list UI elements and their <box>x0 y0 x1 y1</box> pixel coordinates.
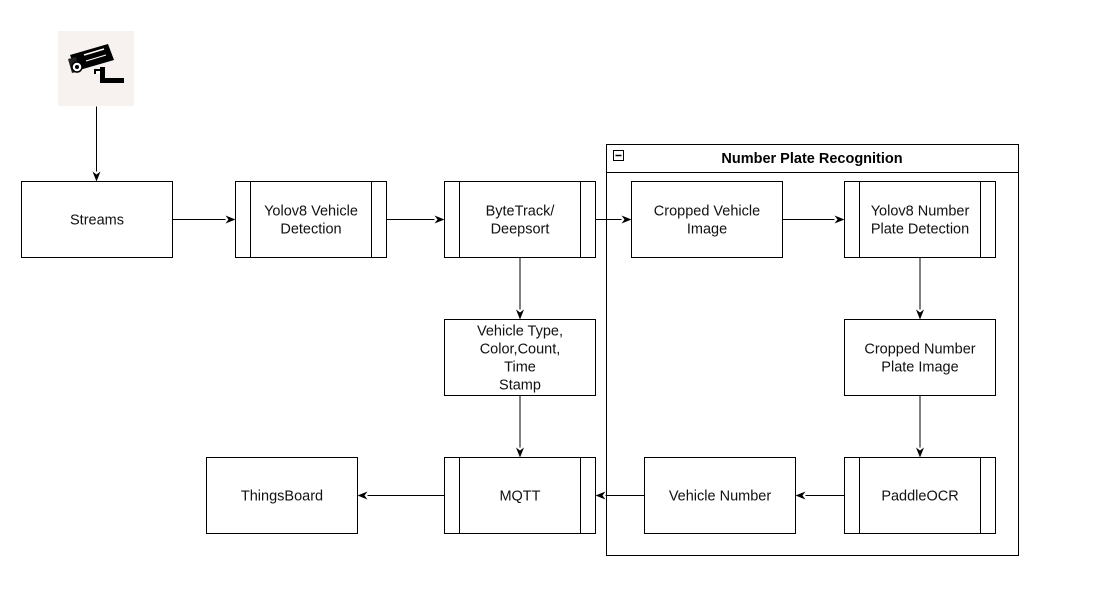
camera-background <box>58 31 134 106</box>
node-label-mqtt: MQTT <box>499 489 540 505</box>
edge-streams-to-yolov8-vehicle <box>172 215 236 224</box>
arrowhead <box>795 491 806 500</box>
edge-vehicle-number-to-mqtt <box>595 491 645 500</box>
node-label-cropped-plate: Plate Image <box>881 360 958 376</box>
edge-vehicle-info-to-mqtt <box>516 395 524 458</box>
node-box-streams <box>21 181 173 258</box>
arrowhead <box>834 215 845 224</box>
node-vehicle-number[interactable]: Vehicle Number <box>644 457 796 534</box>
node-label-cropped-plate: Cropped Number <box>864 342 975 358</box>
cctv-camera-icon <box>68 44 124 83</box>
node-label-yolov8-plate: Yolov8 Number <box>871 204 970 220</box>
camera-icon-part-9 <box>96 71 100 74</box>
collapse-button[interactable] <box>613 150 624 161</box>
node-label-vehicle-info: Color,Count, <box>480 342 561 358</box>
node-box-bytetrack <box>444 181 596 258</box>
node-box-mqtt <box>444 457 596 534</box>
edge-camera-to-streams <box>92 106 101 182</box>
arrowhead <box>516 309 524 320</box>
edges-layer <box>92 106 924 500</box>
edge-yolov8-vehicle-to-bytetrack <box>386 215 445 224</box>
camera-icon-part-7 <box>83 48 105 56</box>
arrowhead <box>225 215 236 224</box>
node-label-cropped-vehicle: Cropped Vehicle <box>654 204 760 220</box>
edge-yolov8-plate-to-cropped-plate <box>916 257 924 320</box>
arrowhead <box>92 171 101 182</box>
camera-icon-part-8 <box>85 54 107 62</box>
node-label-yolov8-vehicle: Yolov8 Vehicle <box>264 204 358 220</box>
node-label-vehicle-info: Time <box>504 360 536 376</box>
edge-paddleocr-to-vehicle-number <box>795 491 845 500</box>
edge-mqtt-to-thingsboard <box>357 491 445 500</box>
edge-bytetrack-to-cropped-vehicle <box>595 215 632 224</box>
edge-cropped-vehicle-to-yolov8-plate <box>782 215 845 224</box>
arrowhead <box>357 491 368 500</box>
node-streams[interactable]: Streams <box>21 181 173 258</box>
arrowhead <box>916 309 924 320</box>
arrowhead <box>595 491 606 500</box>
arrowhead <box>916 447 924 458</box>
arrowhead <box>434 215 445 224</box>
arrowhead <box>621 215 632 224</box>
camera-icon-part-6 <box>75 65 79 69</box>
node-label-yolov8-vehicle: Detection <box>280 222 341 238</box>
node-box-yolov8-plate <box>844 181 996 258</box>
node-label-vehicle-number: Vehicle Number <box>669 489 772 505</box>
node-box-vehicle-number <box>644 457 796 534</box>
edge-cropped-plate-to-paddleocr <box>916 395 924 458</box>
node-label-paddleocr: PaddleOCR <box>881 489 958 505</box>
node-box-yolov8-vehicle <box>235 181 387 258</box>
node-box-cropped-plate <box>844 319 996 396</box>
node-label-vehicle-info: Vehicle Type, <box>477 324 563 340</box>
node-mqtt[interactable]: MQTT <box>444 457 596 534</box>
node-box-cropped-vehicle <box>631 181 783 258</box>
node-label-vehicle-info: Stamp <box>499 378 541 394</box>
arrowhead <box>516 447 524 458</box>
node-label-cropped-vehicle: Image <box>687 222 727 238</box>
group-title: Number Plate Recognition <box>721 151 902 167</box>
node-box-paddleocr <box>844 457 996 534</box>
node-label-streams: Streams <box>70 213 124 229</box>
node-camera[interactable] <box>58 31 134 106</box>
node-box-vehicle-info <box>444 319 596 396</box>
node-box-thingsboard <box>206 457 358 534</box>
edge-bytetrack-to-vehicle-info <box>516 257 524 320</box>
node-label-thingsboard: ThingsBoard <box>241 489 323 505</box>
camera-icon-part-0 <box>100 67 105 83</box>
node-label-yolov8-plate: Plate Detection <box>871 222 969 238</box>
node-paddleocr[interactable]: PaddleOCR <box>844 457 996 534</box>
camera-icon-part-1 <box>100 78 124 83</box>
node-thingsboard[interactable]: ThingsBoard <box>206 457 358 534</box>
node-label-bytetrack: Deepsort <box>491 222 550 238</box>
node-bytetrack[interactable]: ByteTrack/Deepsort <box>444 181 596 258</box>
node-label-bytetrack: ByteTrack/ <box>486 204 556 220</box>
